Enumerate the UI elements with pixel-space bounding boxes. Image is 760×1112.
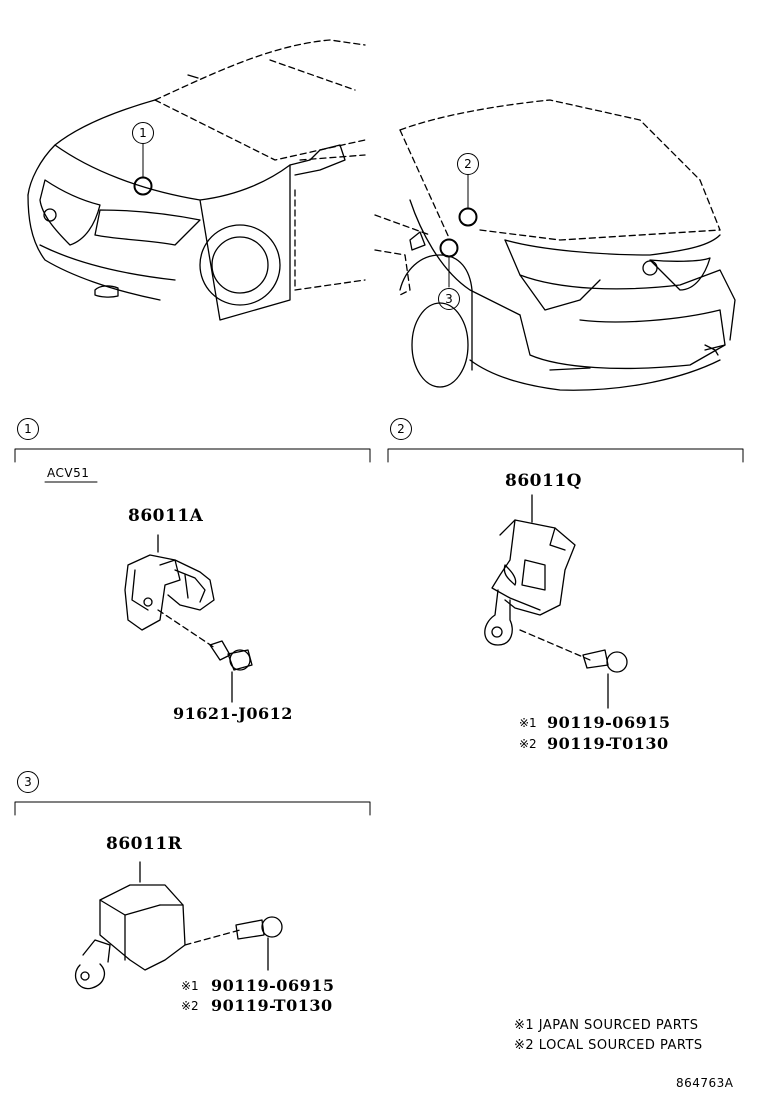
note-local-sourced: ※2 LOCAL SOURCED PARTS <box>514 1038 703 1053</box>
sensor-86011q-drawing <box>484 494 628 709</box>
source-mark-2: ※2 <box>519 737 537 751</box>
part-number-90119-06915[interactable]: 90119-06915 <box>547 713 671 732</box>
section-brackets <box>14 448 744 816</box>
note-japan-sourced: ※1 JAPAN SOURCED PARTS <box>514 1018 699 1033</box>
source-mark-1: ※1 <box>181 979 199 993</box>
sensor-86011a-drawing <box>124 534 253 703</box>
part-number-86011r[interactable]: 86011R <box>106 834 183 854</box>
section-3-marker: 3 <box>17 771 39 793</box>
part-number-90119-t0130[interactable]: 90119-T0130 <box>547 734 669 753</box>
part-number-90119-t0130[interactable]: 90119-T0130 <box>211 996 333 1015</box>
source-mark-1: ※1 <box>519 716 537 730</box>
callout-1-on-front-car: 1 <box>132 122 154 144</box>
section-1-marker: 1 <box>17 418 39 440</box>
model-code-label: ACV51 <box>47 466 90 480</box>
part-number-90119-06915[interactable]: 90119-06915 <box>211 976 335 995</box>
sensor-86011r-drawing <box>75 861 283 990</box>
car-front-view <box>27 39 366 321</box>
part-number-86011a[interactable]: 86011A <box>128 506 204 526</box>
figure-id: 864763A <box>676 1076 734 1090</box>
source-mark-2: ※2 <box>181 999 199 1013</box>
callout-2-on-rear-car: 2 <box>457 153 479 175</box>
part-number-91621-j0612[interactable]: 91621-J0612 <box>173 704 293 723</box>
car-rear-view <box>374 99 736 391</box>
part-number-86011q[interactable]: 86011Q <box>505 471 582 491</box>
callout-3-on-rear-car: 3 <box>438 288 460 310</box>
section-2-marker: 2 <box>390 418 412 440</box>
